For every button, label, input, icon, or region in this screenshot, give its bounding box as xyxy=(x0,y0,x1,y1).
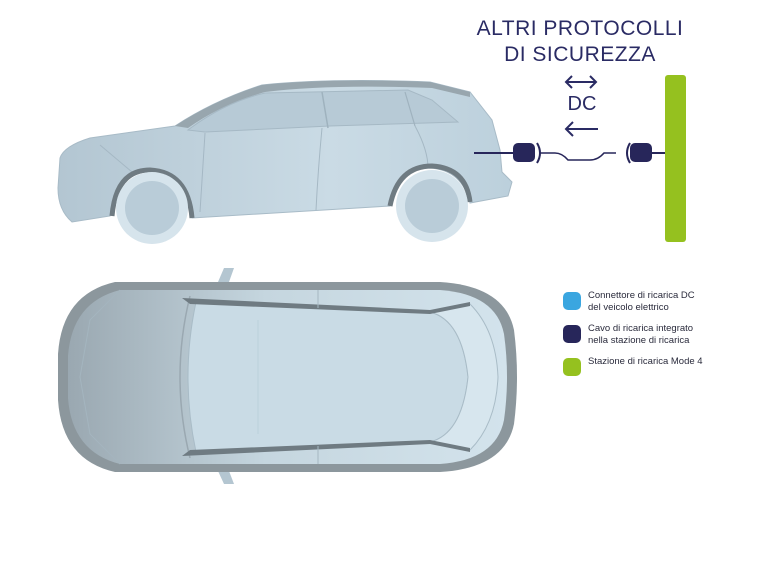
legend-swatch-integrated-cable xyxy=(563,325,581,343)
car-top-roof xyxy=(187,301,469,453)
car-side-roof-edge xyxy=(175,80,470,128)
legend-item-integrated-cable: Cavo di ricarica integrato nella stazion… xyxy=(563,323,763,355)
dc-label: DC xyxy=(567,93,597,115)
charging-connection xyxy=(474,75,686,242)
charging-cable xyxy=(540,152,616,161)
legend: Connettore di ricarica DC del veicolo el… xyxy=(563,290,763,389)
vehicle-dc-connector xyxy=(513,143,535,162)
legend-label-integrated-cable: Cavo di ricarica integrato nella stazion… xyxy=(588,323,694,346)
legend-label-vehicle-connector: Connettore di ricarica DC del veicolo el… xyxy=(588,290,695,313)
station-cable-plug xyxy=(630,143,652,162)
legend-swatch-vehicle-connector xyxy=(563,292,581,310)
car-side-windows xyxy=(186,89,460,133)
car-top-view xyxy=(58,268,517,484)
legend-label-charging-station: Stazione di ricarica Mode 4 xyxy=(588,356,703,367)
left-right-arrow-icon xyxy=(564,75,598,89)
legend-item-charging-station: Stazione di ricarica Mode 4 xyxy=(563,356,763,388)
charging-station-mode4 xyxy=(665,75,686,242)
title-line-2: DI SICUREZZA xyxy=(504,43,656,66)
left-arrow-icon xyxy=(564,121,598,137)
legend-item-vehicle-connector: Connettore di ricarica DC del veicolo el… xyxy=(563,290,763,322)
title-line-1: ALTRI PROTOCOLLI xyxy=(476,17,684,40)
legend-swatch-charging-station xyxy=(563,358,581,376)
car-side-view xyxy=(57,80,513,244)
